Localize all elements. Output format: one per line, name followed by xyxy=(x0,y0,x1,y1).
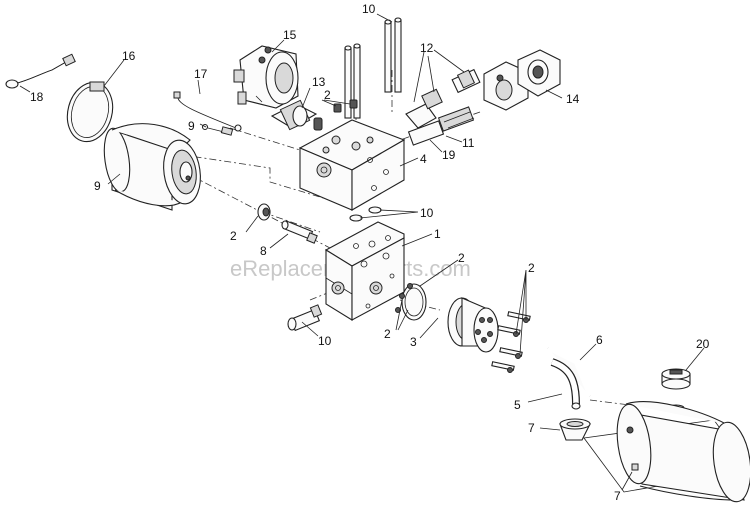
leader-lines xyxy=(19,13,705,491)
callout-1: 1 xyxy=(434,227,441,241)
part-2-plugs-mid xyxy=(395,283,413,313)
callout-8: 8 xyxy=(260,244,267,258)
callout-7-strainer: 7 xyxy=(528,421,535,435)
callout-15: 15 xyxy=(283,28,297,42)
part-2-gasket xyxy=(401,283,427,321)
callout-12: 12 xyxy=(420,41,434,55)
part-19-11-cartridge xyxy=(407,106,475,146)
callout-2-gasket: 2 xyxy=(458,251,465,265)
part-10-bolts-top xyxy=(344,17,402,119)
part-10-fitting xyxy=(287,304,323,332)
part-7-strainer xyxy=(559,418,591,441)
part-16-clamp xyxy=(66,81,114,143)
part-1-lower-manifold xyxy=(324,221,405,321)
callout-3: 3 xyxy=(410,335,417,349)
callout-17: 17 xyxy=(194,67,208,81)
callout-11: 11 xyxy=(462,136,475,150)
callout-6: 6 xyxy=(596,333,603,347)
callout-9-motor: 9 xyxy=(94,179,101,193)
callout-10-orings: 10 xyxy=(420,206,434,220)
callout-4: 4 xyxy=(420,152,427,166)
callout-2-plug: 2 xyxy=(230,229,237,243)
part-2-plug-left xyxy=(257,203,271,221)
callout-10-fitting: 10 xyxy=(318,334,332,348)
callout-18: 18 xyxy=(30,90,44,104)
callout-2-screws: 2 xyxy=(528,261,535,275)
callout-14: 14 xyxy=(566,92,580,106)
callout-7-tank: 7 xyxy=(614,489,621,503)
callout-19: 19 xyxy=(442,148,456,162)
part-15-solenoid xyxy=(233,45,299,109)
callout-16: 16 xyxy=(122,49,136,63)
callout-10: 10 xyxy=(362,2,376,16)
callout-labels: 10 15 16 12 17 13 18 2 14 9 11 19 9 4 10… xyxy=(30,2,710,503)
part-2-screws xyxy=(491,311,531,373)
callout-2: 2 xyxy=(324,88,331,102)
callout-13: 13 xyxy=(312,75,326,89)
part-5-elbow xyxy=(550,358,581,410)
part-7-tank xyxy=(583,401,750,503)
part-17-wire xyxy=(173,91,242,132)
part-3-pump xyxy=(447,297,499,353)
part-8-cartridge xyxy=(281,220,318,244)
callout-9: 9 xyxy=(188,119,195,133)
callout-20: 20 xyxy=(696,337,710,351)
part-9-motor xyxy=(103,123,201,211)
callout-2-lower: 2 xyxy=(384,327,391,341)
part-18-cable xyxy=(5,53,76,89)
part-9-terminal xyxy=(201,123,234,136)
part-4-upper-manifold xyxy=(298,119,406,211)
callout-5: 5 xyxy=(514,398,521,412)
part-12-fittings xyxy=(405,68,481,129)
part-14-coil xyxy=(483,49,561,111)
